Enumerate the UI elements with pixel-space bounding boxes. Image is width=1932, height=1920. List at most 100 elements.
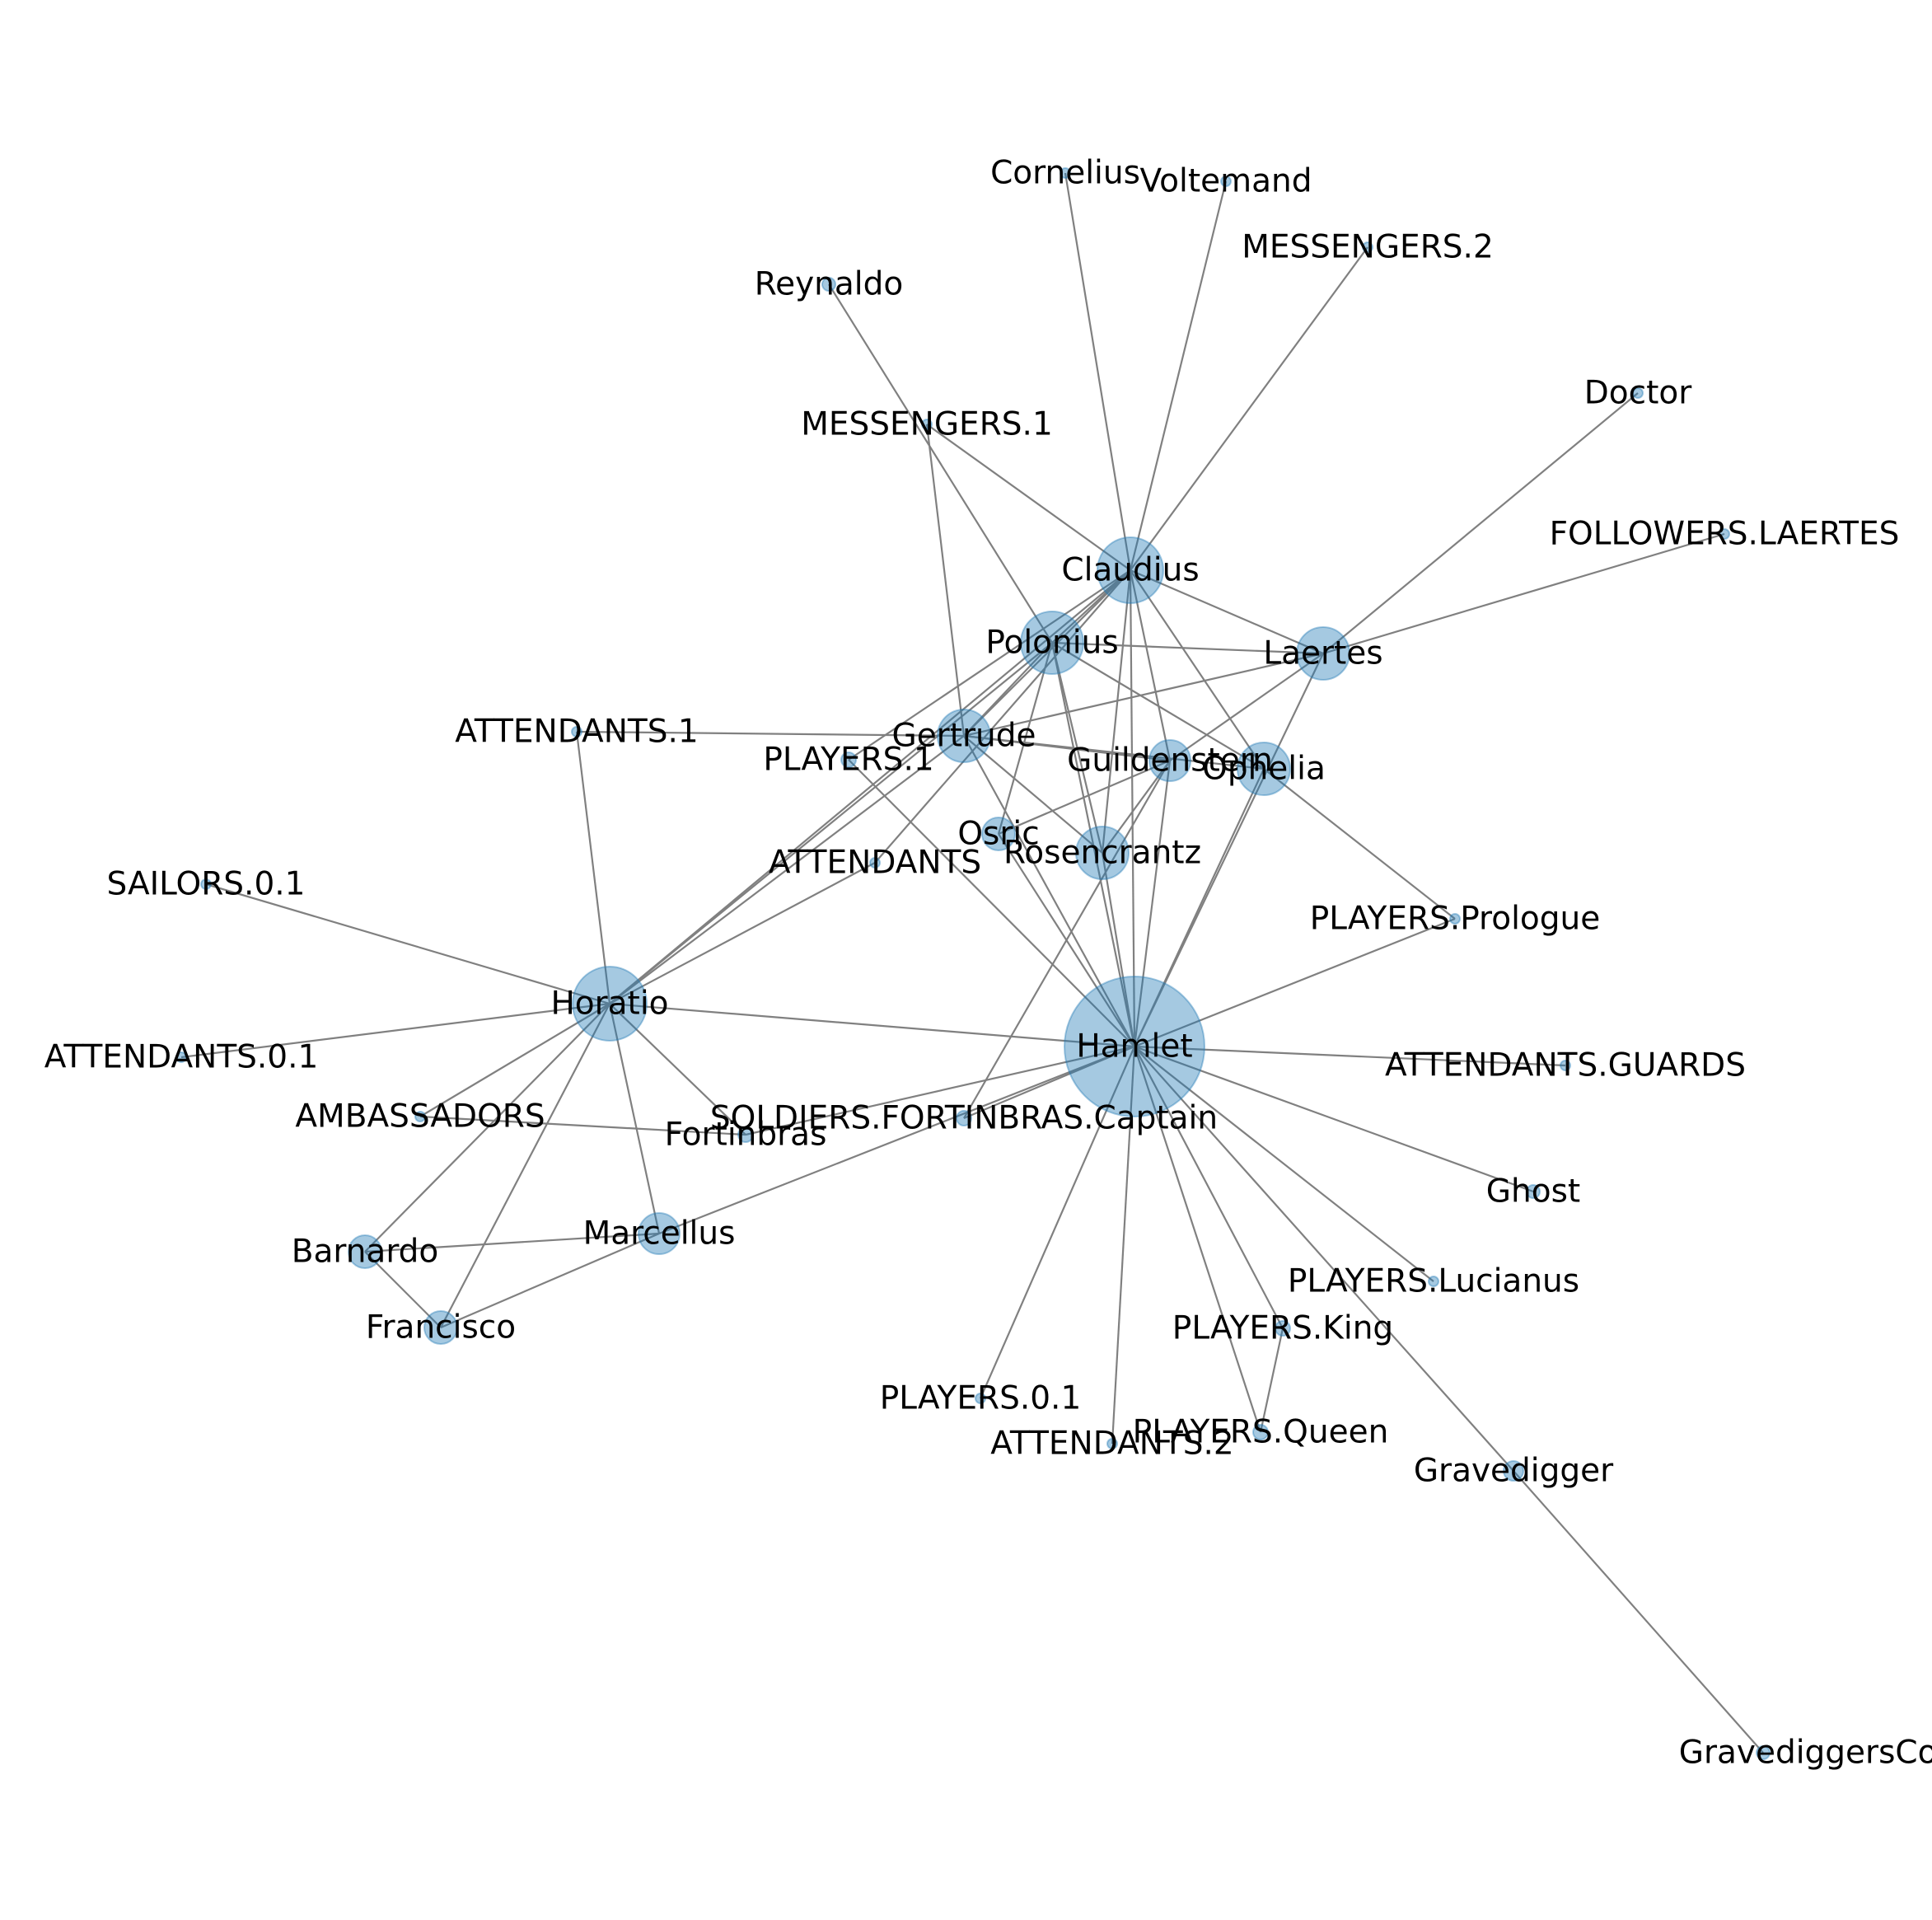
node-players-0-1[interactable] (975, 1393, 986, 1404)
node-attendants-guards[interactable] (1560, 1060, 1571, 1071)
node-gertrude[interactable] (937, 709, 991, 763)
edges-layer (180, 172, 1764, 1754)
edge-laertes-followers-laertes (1322, 532, 1725, 655)
node-attendants-2[interactable] (1106, 1438, 1118, 1449)
edge-players-king-players-queen (1259, 1328, 1284, 1433)
edge-polonius-ophelia (1051, 642, 1265, 770)
node-attendants-1[interactable] (571, 726, 582, 738)
node-players-prologue[interactable] (1449, 913, 1461, 925)
edge-hamlet-guildenstern (1133, 760, 1172, 1047)
node-label-players-0-1: PLAYERS.0.1 (880, 1380, 1082, 1417)
edge-claudius-messengers-2 (1130, 246, 1368, 571)
edge-claudius-cornelius (1064, 172, 1132, 571)
labels-layer: HamletHoratioClaudiusPoloniusGertrudeLae… (44, 155, 1932, 1772)
edge-hamlet-players-0-1 (979, 1046, 1136, 1399)
node-messengers-1[interactable] (921, 419, 933, 430)
node-label-players-1: PLAYERS.1 (763, 742, 933, 779)
edge-marcellus-francisco (440, 1232, 660, 1329)
edge-horatio-ambassadors (419, 1003, 610, 1117)
edge-barnardo-francisco (364, 1251, 442, 1328)
edge-ophelia-players-prologue (1263, 768, 1456, 920)
node-gravediggerscompanion[interactable] (1756, 1745, 1771, 1760)
node-cornelius[interactable] (1060, 167, 1071, 179)
node-label-marcellus: Marcellus (583, 1215, 736, 1253)
edge-hamlet-fortinbras (745, 1045, 1135, 1136)
node-ambassadors[interactable] (414, 1111, 426, 1122)
node-label-gertrude: Gertrude (891, 718, 1036, 755)
edge-hamlet-horatio (609, 1002, 1135, 1048)
edge-hamlet-players-prologue (1134, 917, 1456, 1048)
node-hamlet[interactable] (1064, 976, 1205, 1117)
node-label-osric: Osric (957, 816, 1039, 853)
edge-hamlet-players-lucianus (1134, 1046, 1434, 1282)
edge-hamlet-gertrude (963, 735, 1135, 1047)
node-players-queen[interactable] (1252, 1424, 1269, 1440)
node-followers-laertes[interactable] (1719, 528, 1730, 540)
node-label-cornelius: Cornelius (990, 155, 1140, 192)
edge-gertrude-laertes (963, 652, 1324, 738)
edge-horatio-attendants (609, 862, 876, 1004)
edge-hamlet-attendants-guards (1134, 1045, 1566, 1067)
node-osric[interactable] (981, 817, 1016, 851)
node-soldiers-fortinbras-captain[interactable] (956, 1110, 972, 1126)
node-barnardo[interactable] (348, 1234, 382, 1269)
node-players-lucianus[interactable] (1428, 1276, 1439, 1287)
node-sailors-0-1[interactable] (200, 878, 212, 890)
node-francisco[interactable] (423, 1310, 458, 1345)
edge-laertes-doctor (1322, 392, 1639, 654)
edge-claudius-gertrude (963, 569, 1131, 737)
node-rosencrantz[interactable] (1075, 826, 1130, 880)
node-label-attendants-1: ATTENDANTS.1 (455, 714, 698, 751)
node-label-horatio: Horatio (550, 986, 668, 1023)
node-gravedigger[interactable] (1503, 1460, 1524, 1482)
edge-claudius-players-1 (848, 569, 1131, 761)
node-fortinbras[interactable] (737, 1126, 754, 1143)
node-label-players-prologue: PLAYERS.Prologue (1310, 901, 1601, 938)
edge-horatio-sailors-0-1 (205, 883, 610, 1005)
edge-claudius-ophelia (1130, 569, 1265, 770)
node-label-ambassadors: AMBASSADORS (295, 1098, 545, 1136)
node-laertes[interactable] (1296, 626, 1350, 681)
node-players-king[interactable] (1275, 1320, 1291, 1337)
edge-hamlet-ophelia (1134, 768, 1265, 1047)
node-attendants[interactable] (869, 857, 881, 869)
edge-horatio-polonius (609, 642, 1053, 1004)
node-polonius[interactable] (1020, 611, 1084, 675)
node-ophelia[interactable] (1237, 742, 1291, 796)
node-messengers-2[interactable] (1362, 241, 1373, 253)
node-horatio[interactable] (572, 966, 648, 1042)
node-reynaldo[interactable] (821, 277, 836, 292)
edge-polonius-laertes (1051, 641, 1324, 655)
node-label-claudius: Claudius (1061, 552, 1199, 589)
node-label-attendants-0-1: ATTENDANTS.0.1 (44, 1039, 319, 1076)
edge-horatio-gertrude (609, 735, 965, 1004)
node-attendants-0-1[interactable] (175, 1051, 187, 1063)
node-label-ghost: Ghost (1486, 1173, 1580, 1211)
node-label-players-queen: PLAYERS.Queen (1133, 1414, 1389, 1451)
edge-horatio-attendants-0-1 (180, 1002, 610, 1059)
node-claudius[interactable] (1097, 536, 1164, 604)
node-label-followers-laertes: FOLLOWERS.LAERTES (1550, 516, 1900, 553)
node-ghost[interactable] (1526, 1184, 1541, 1199)
node-label-players-lucianus: PLAYERS.Lucianus (1288, 1263, 1579, 1300)
node-players-1[interactable] (840, 752, 857, 768)
edge-polonius-reynaldo (828, 283, 1053, 644)
node-label-francisco: Francisco (366, 1309, 516, 1346)
node-label-messengers-1: MESSENGERS.1 (801, 406, 1053, 443)
edge-horatio-fortinbras (609, 1003, 746, 1136)
edge-gravedigger-gravediggerscompanion (1513, 1470, 1764, 1754)
edge-hamlet-gravedigger (1134, 1046, 1514, 1472)
node-label-polonius: Polonius (985, 625, 1118, 662)
edge-gertrude-rosencrantz (963, 735, 1103, 854)
edge-claudius-guildenstern (1129, 569, 1172, 761)
edge-marcellus-barnardo (364, 1232, 660, 1253)
node-doctor[interactable] (1632, 387, 1644, 399)
node-guildenstern[interactable] (1148, 739, 1191, 782)
edge-horatio-attendants-1 (575, 731, 611, 1004)
node-marcellus[interactable] (638, 1212, 681, 1255)
node-label-soldiers-fortinbras-captain: SOLDIERS.FORTINBRAS.Captain (710, 1100, 1218, 1137)
node-label-messengers-2: MESSENGERS.2 (1242, 229, 1494, 266)
edge-horatio-barnardo (364, 1003, 610, 1253)
node-voltemand[interactable] (1220, 176, 1232, 187)
